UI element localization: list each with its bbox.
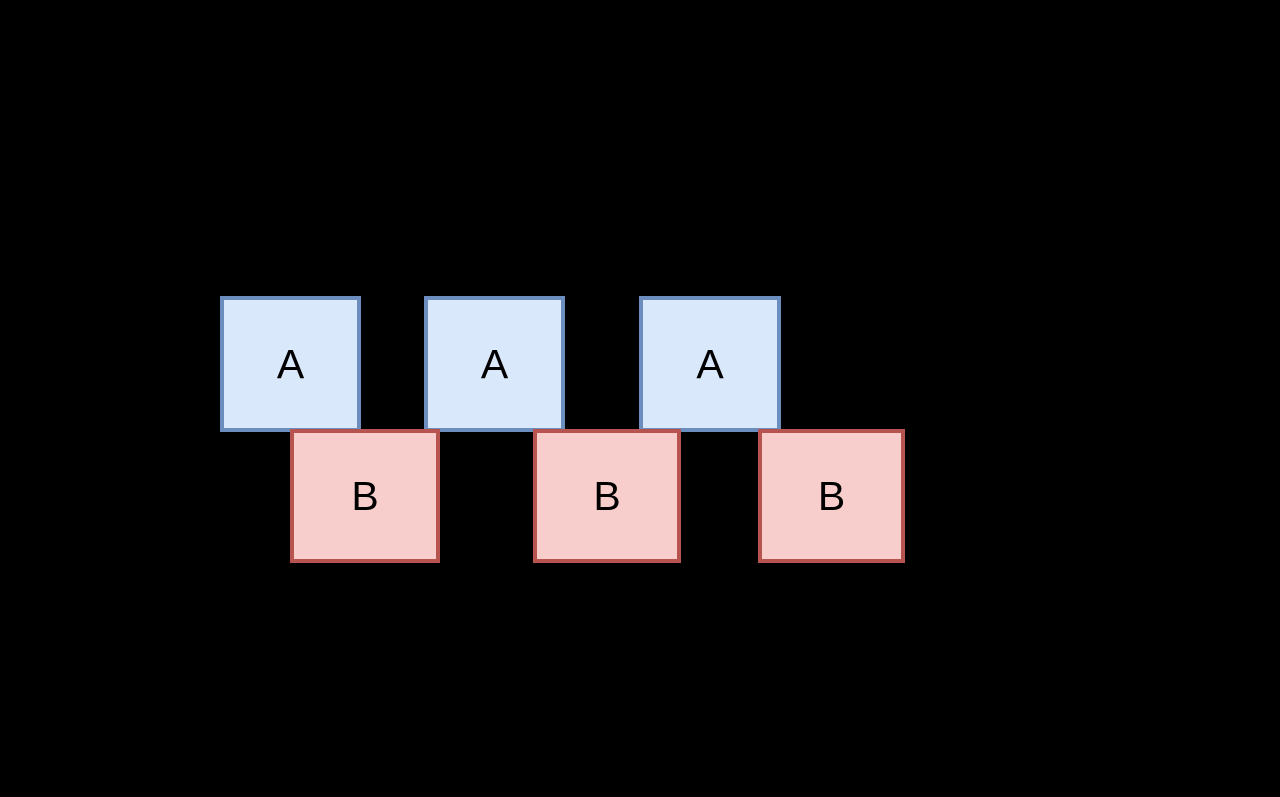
diagram-node-A1: A: [220, 296, 361, 432]
node-label-A2: A: [480, 340, 509, 387]
node-label-A3: A: [696, 340, 724, 387]
diagram-node-A2: A: [424, 296, 565, 432]
diagram-node-B1: B: [290, 429, 440, 563]
node-label-A1: A: [276, 340, 305, 387]
diagram-node-B3: B: [758, 429, 905, 563]
diagram-node-B2: B: [533, 429, 681, 563]
node-label-B3: B: [817, 472, 846, 519]
node-label-B2: B: [593, 472, 621, 519]
diagram-node-A3: A: [639, 296, 781, 432]
node-label-B1: B: [351, 472, 379, 519]
